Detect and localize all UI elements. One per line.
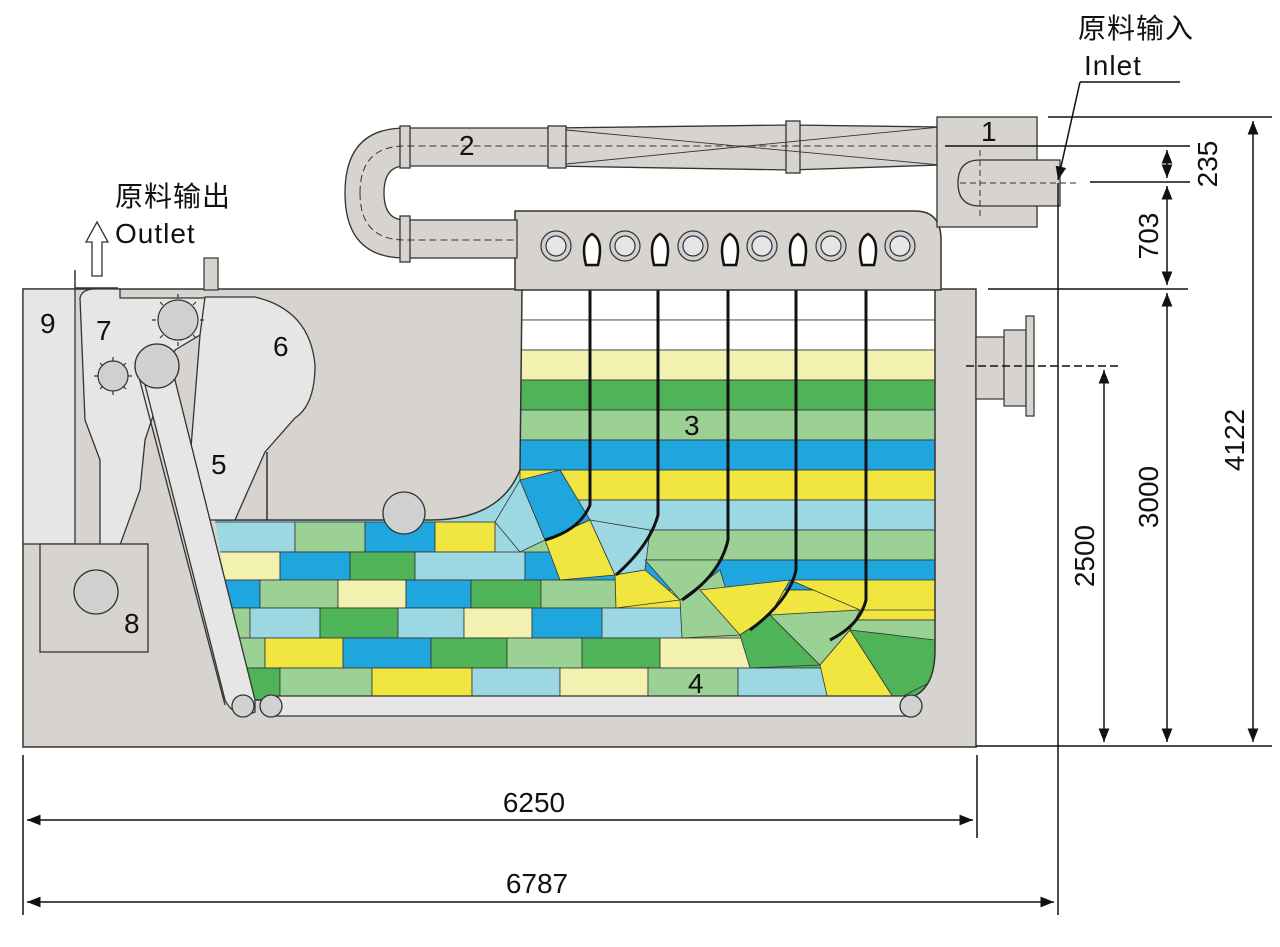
outlet-arrow-icon — [84, 220, 110, 277]
air-duct — [344, 120, 941, 263]
inlet-label-en: Inlet — [1084, 50, 1142, 81]
dim-2500: 2500 — [1069, 525, 1100, 587]
component-9: 9 — [40, 308, 56, 339]
hanging-rollers — [540, 230, 916, 262]
inlet-fan — [936, 116, 1080, 228]
dim-6250: 6250 — [503, 787, 565, 818]
component-2: 2 — [459, 130, 475, 161]
component-4: 4 — [688, 668, 704, 699]
conveyor-5 — [134, 343, 256, 718]
rotor-rollers — [94, 294, 204, 395]
dim-3000: 3000 — [1133, 466, 1164, 528]
fan-box-8 — [39, 543, 149, 653]
component-3: 3 — [684, 410, 700, 441]
hanging-loops — [544, 247, 870, 642]
dimension-lines — [22, 81, 1272, 915]
component-5: 5 — [211, 449, 227, 480]
component-8: 8 — [124, 608, 140, 639]
dim-235: 235 — [1192, 141, 1223, 188]
hood-6 — [189, 296, 316, 521]
cooling-section-9 — [22, 270, 76, 545]
outlet-label-en: Outlet — [115, 218, 196, 249]
dim-6787: 6787 — [506, 868, 568, 899]
component-1: 1 — [981, 116, 997, 147]
inlet-label-cn: 原料输入 — [1078, 13, 1194, 44]
dim-4122: 4122 — [1219, 409, 1250, 471]
dim-703: 703 — [1133, 213, 1164, 260]
component-7: 7 — [96, 315, 112, 346]
bottom-belt-4 — [259, 694, 923, 718]
outlet-label-cn: 原料输出 — [115, 181, 231, 212]
turn-roller — [382, 491, 426, 535]
component-6: 6 — [273, 331, 289, 362]
